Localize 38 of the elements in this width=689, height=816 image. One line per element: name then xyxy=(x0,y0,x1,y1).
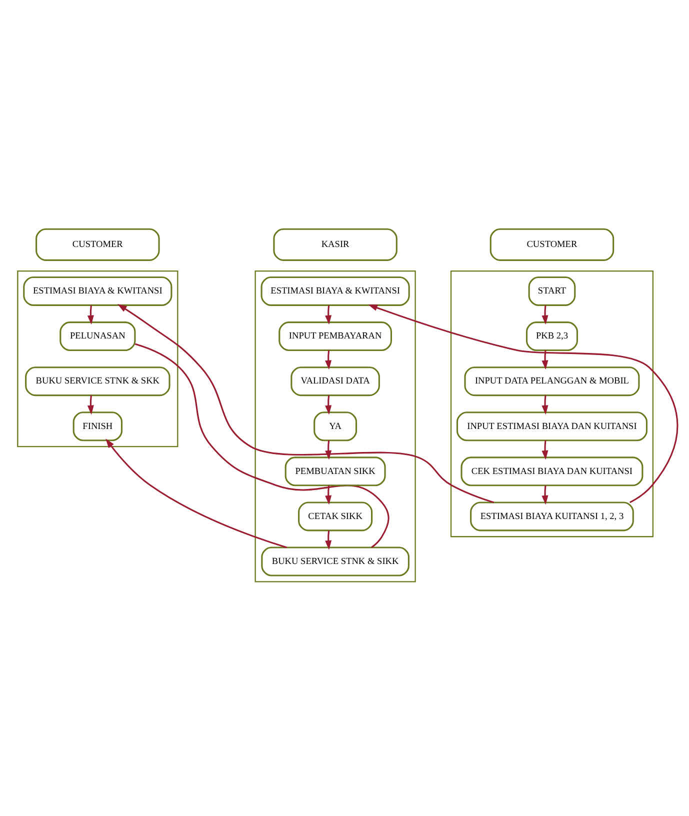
node-box: INPUT DATA PELANGGAN & MOBIL xyxy=(464,366,640,396)
arrow xyxy=(87,304,94,324)
cluster xyxy=(254,270,416,582)
node-box: INPUT PEMBAYARAN xyxy=(278,321,392,351)
arrow xyxy=(325,304,332,324)
node-box: ESTIMASI BIAYA & KWITANSI xyxy=(260,276,410,306)
arrow xyxy=(542,350,548,370)
node-box: FINISH xyxy=(72,411,123,441)
node-box: INPUT ESTIMASI BIAYA DAN KUITANSI xyxy=(456,411,648,441)
node-box: CEK ESTIMASI BIAYA DAN KUITANSI xyxy=(460,456,644,486)
node-box: BUKU SERVICE STNK & SKK xyxy=(25,366,170,396)
arrow xyxy=(87,394,94,414)
arrow xyxy=(325,394,332,414)
node-box: CUSTOMER xyxy=(36,228,160,260)
connector xyxy=(134,342,390,548)
arrow xyxy=(325,440,332,460)
cluster xyxy=(450,270,654,537)
node-box: ESTIMASI BIAYA & KWITANSI xyxy=(23,276,172,306)
arrow xyxy=(542,440,548,460)
arrow xyxy=(542,394,548,414)
arrow xyxy=(106,438,288,548)
node-box: VALIDASI DATA xyxy=(290,366,380,396)
node-box: ESTIMASI BIAYA KUITANSI 1, 2, 3 xyxy=(470,501,634,531)
node-box: YA xyxy=(314,411,358,441)
node-box: CETAK SIKK xyxy=(298,501,373,531)
arrow xyxy=(542,304,548,324)
arrow xyxy=(368,304,678,503)
node-box: CUSTOMER xyxy=(490,228,614,260)
node-box: PKB 2,3 xyxy=(526,321,578,351)
node-box: START xyxy=(528,276,576,306)
node-box: PEMBUATAN SIKK xyxy=(284,456,386,486)
node-box: KASIR xyxy=(273,228,398,260)
node-box: BUKU SERVICE STNK & SIKK xyxy=(261,546,410,576)
arrow xyxy=(325,350,332,370)
arrow xyxy=(325,530,332,550)
arrow xyxy=(325,484,332,504)
node-box: PELUNASAN xyxy=(60,321,136,351)
arrow xyxy=(542,484,548,504)
